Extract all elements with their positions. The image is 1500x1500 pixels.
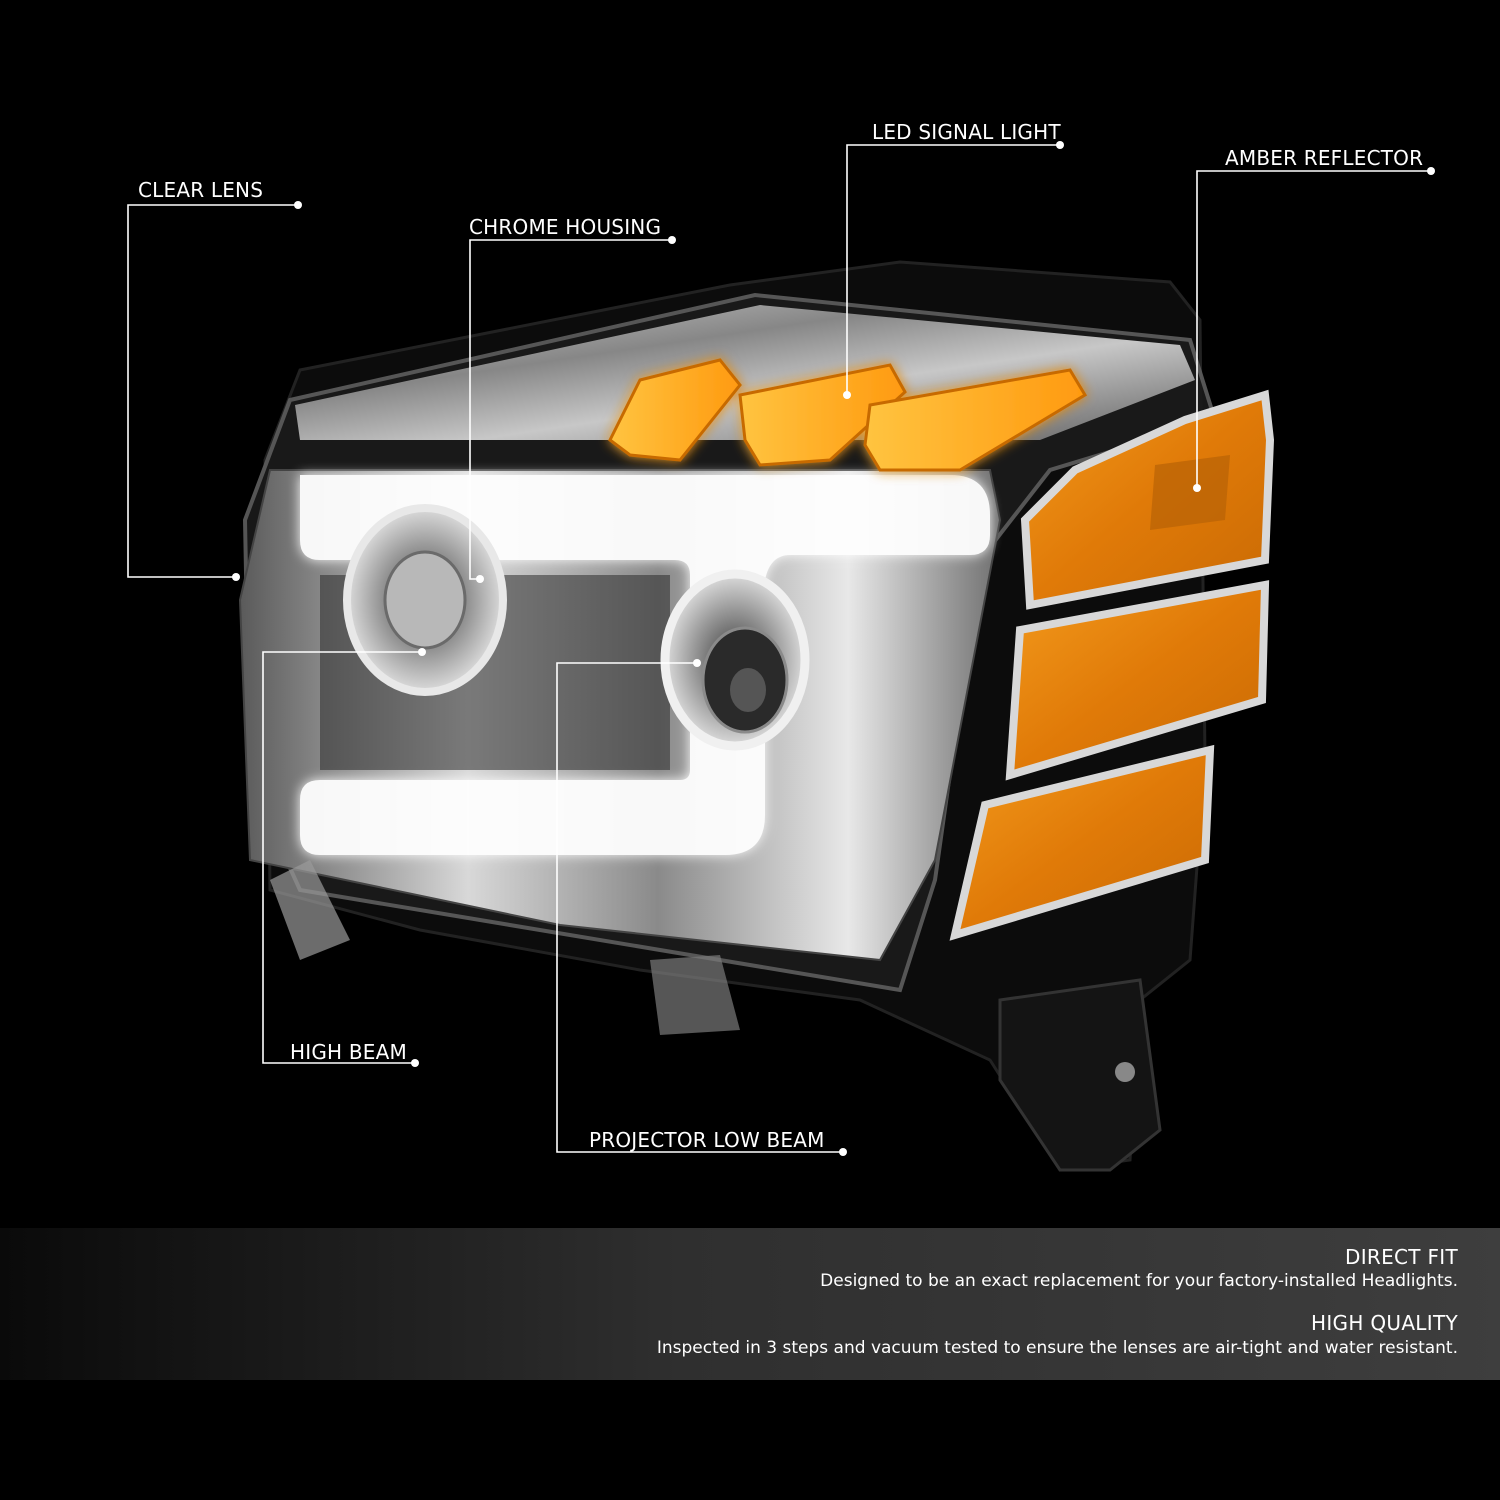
callout-high-beam: HIGH BEAM xyxy=(290,1040,407,1064)
amber-reflector xyxy=(949,389,1275,941)
high-beam xyxy=(343,504,507,696)
led-signal-strips xyxy=(608,358,1088,472)
callout-led-signal-light: LED SIGNAL LIGHT xyxy=(872,120,1061,144)
mounting-tab-left xyxy=(270,860,350,960)
bracket-bolt xyxy=(1115,1062,1135,1082)
feature-title-high-quality: HIGH QUALITY xyxy=(1311,1311,1458,1335)
callout-dots xyxy=(232,141,1435,1156)
callout-clear-lens: CLEAR LENS xyxy=(138,178,264,202)
callout-amber-reflector: AMBER REFLECTOR xyxy=(1225,146,1424,170)
callout-lines xyxy=(127,144,1431,1153)
feature-info-band: DIRECT FIT Designed to be an exact repla… xyxy=(0,1228,1500,1380)
callout-projector-low-beam: PROJECTOR LOW BEAM xyxy=(589,1128,825,1152)
projector-low-beam xyxy=(660,569,810,751)
connector-bracket xyxy=(998,978,1162,1172)
mounting-tab-bottom xyxy=(650,955,740,1035)
led-light-bar xyxy=(300,475,990,855)
feature-desc-high-quality: Inspected in 3 steps and vacuum tested t… xyxy=(656,1338,1458,1358)
feature-title-direct-fit: DIRECT FIT xyxy=(1345,1245,1458,1269)
callout-chrome-housing: CHROME HOUSING xyxy=(469,215,662,239)
feature-desc-direct-fit: Designed to be an exact replacement for … xyxy=(820,1271,1458,1291)
